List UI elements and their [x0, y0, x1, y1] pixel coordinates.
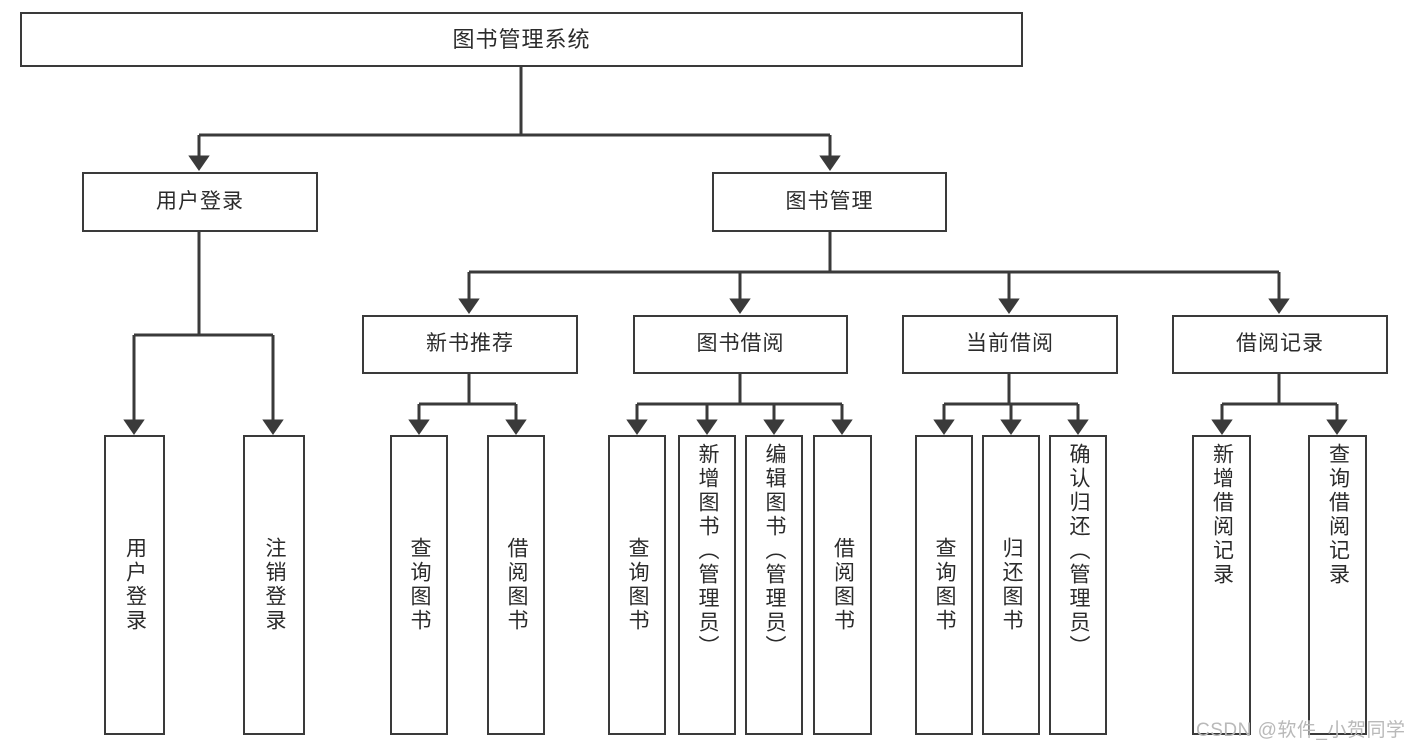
node-new-book-recommend[interactable]: 新书推荐 [362, 315, 578, 374]
node-root[interactable]: 图书管理系统 [20, 12, 1023, 67]
node-leaf-user-login[interactable]: 用户登录 [104, 435, 165, 735]
node-leaf-query-record-label: 查询借阅记录 [1326, 443, 1350, 587]
node-user-login[interactable]: 用户登录 [82, 172, 318, 232]
node-leaf-query-record[interactable]: 查询借阅记录 [1308, 435, 1367, 735]
node-current-borrow-label: 当前借阅 [966, 332, 1054, 356]
node-leaf-add-book-label: 新增图书（管理员） [696, 443, 720, 659]
node-book-borrow[interactable]: 图书借阅 [633, 315, 848, 374]
node-user-login-label: 用户登录 [156, 189, 244, 213]
node-book-borrow-label: 图书借阅 [696, 332, 785, 356]
node-leaf-borrow-book-2-label: 借阅图书 [831, 537, 855, 633]
node-current-borrow[interactable]: 当前借阅 [902, 315, 1118, 374]
node-leaf-borrow-book-2[interactable]: 借阅图书 [813, 435, 872, 735]
node-leaf-add-record[interactable]: 新增借阅记录 [1192, 435, 1251, 735]
node-leaf-borrow-book-1-label: 借阅图书 [505, 537, 529, 633]
node-leaf-confirm-return-label: 确认归还（管理员） [1067, 443, 1091, 659]
node-borrow-record[interactable]: 借阅记录 [1172, 315, 1388, 374]
node-leaf-confirm-return[interactable]: 确认归还（管理员） [1049, 435, 1107, 735]
node-leaf-borrow-book-1[interactable]: 借阅图书 [487, 435, 545, 735]
node-leaf-query-book-2-label: 查询图书 [626, 537, 650, 633]
node-leaf-query-book-1[interactable]: 查询图书 [390, 435, 448, 735]
node-leaf-edit-book[interactable]: 编辑图书（管理员） [745, 435, 803, 735]
csdn-watermark: CSDN @软件_小贺同学 [1196, 720, 1405, 741]
node-leaf-query-book-1-label: 查询图书 [408, 537, 432, 633]
node-leaf-query-book-2[interactable]: 查询图书 [608, 435, 666, 735]
node-leaf-logout-login[interactable]: 注销登录 [243, 435, 305, 735]
node-leaf-edit-book-label: 编辑图书（管理员） [763, 443, 787, 659]
node-borrow-record-label: 借阅记录 [1236, 332, 1324, 356]
node-leaf-logout-login-label: 注销登录 [263, 537, 287, 633]
node-leaf-add-record-label: 新增借阅记录 [1210, 443, 1234, 587]
node-root-label: 图书管理系统 [452, 26, 591, 52]
node-leaf-add-book[interactable]: 新增图书（管理员） [678, 435, 736, 735]
node-leaf-query-book-3-label: 查询图书 [933, 537, 957, 633]
node-leaf-return-book[interactable]: 归还图书 [982, 435, 1040, 735]
node-book-management-label: 图书管理 [785, 189, 874, 213]
node-leaf-query-book-3[interactable]: 查询图书 [915, 435, 973, 735]
node-leaf-user-login-label: 用户登录 [123, 537, 147, 633]
node-leaf-return-book-label: 归还图书 [1000, 537, 1024, 633]
node-book-management[interactable]: 图书管理 [712, 172, 947, 232]
node-new-book-recommend-label: 新书推荐 [426, 332, 514, 356]
